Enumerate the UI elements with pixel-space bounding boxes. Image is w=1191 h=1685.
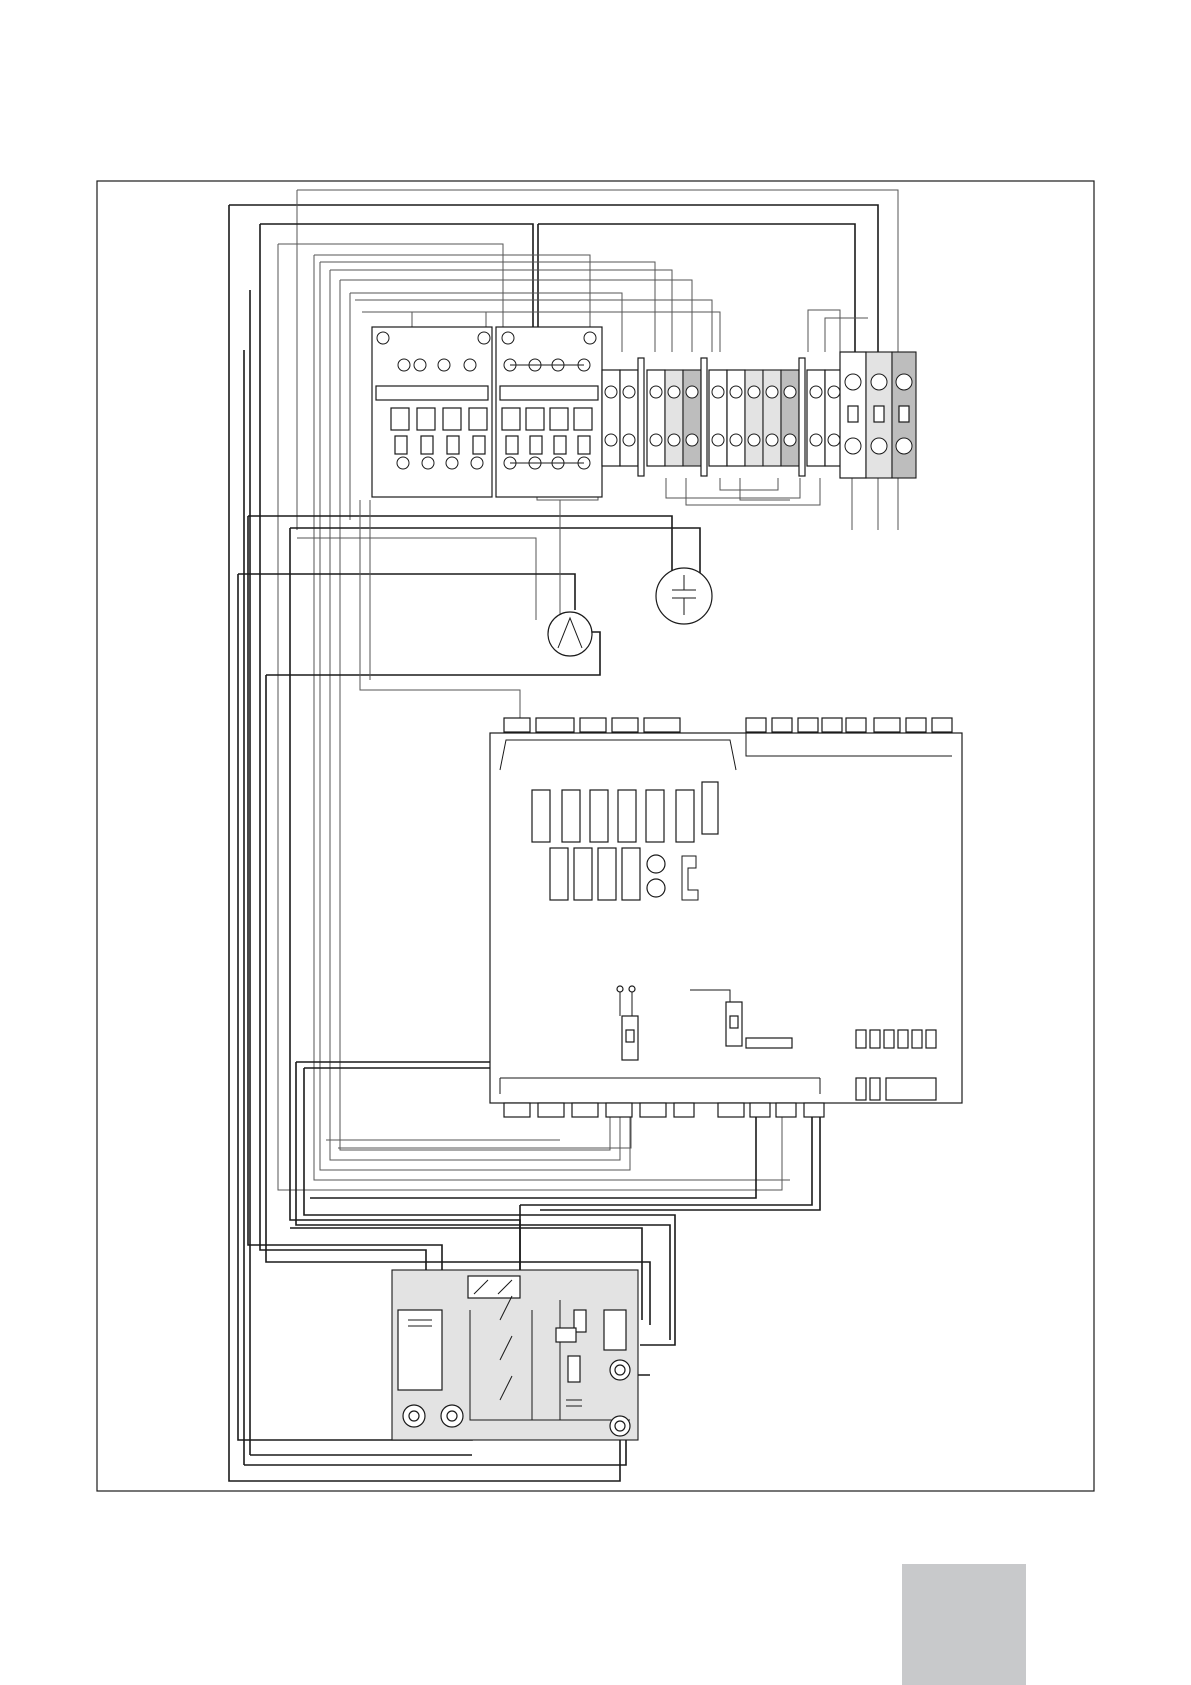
pressostat-module <box>392 1270 638 1440</box>
contactor-2 <box>496 327 602 497</box>
terminal-strip <box>602 358 849 476</box>
controller-board <box>490 718 962 1117</box>
capacitor <box>656 568 712 624</box>
main-terminals <box>840 352 916 478</box>
contactor-1 <box>372 327 492 497</box>
compressor <box>548 612 592 656</box>
